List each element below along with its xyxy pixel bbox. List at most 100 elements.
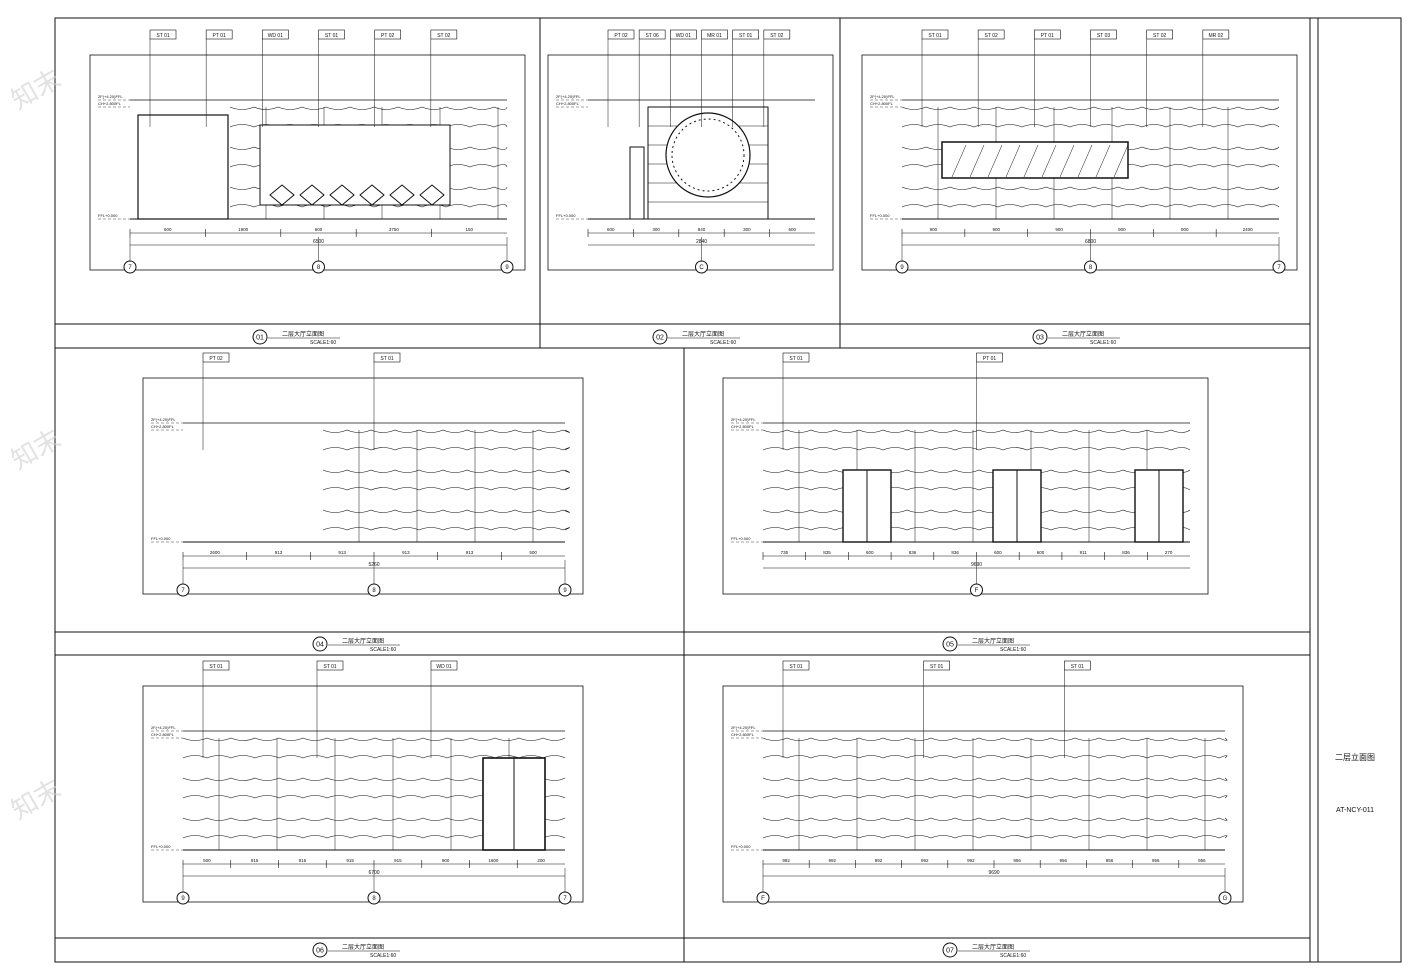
- level-label: FFL+0.000: [731, 844, 751, 849]
- material-tag: [638, 29, 666, 40]
- level-label: FFL+0.000: [98, 213, 118, 218]
- material-tag-label: PT 02: [381, 33, 394, 39]
- level-label: FFL+0.000: [151, 536, 171, 541]
- material-tag: [782, 352, 810, 363]
- material-tag: [701, 29, 728, 40]
- material-tag: [318, 29, 345, 40]
- dimension-value: 900: [1055, 227, 1063, 232]
- material-tag-label: WD 01: [268, 33, 284, 39]
- axis-label: 9: [181, 896, 185, 902]
- axis-label: 9: [900, 265, 904, 271]
- material-tag: [1202, 29, 1230, 40]
- glass-hatch: [1041, 144, 1057, 178]
- dimension-value: 992: [829, 858, 837, 863]
- material-tag: [316, 660, 344, 671]
- dimension-value: 300: [652, 227, 660, 232]
- axis-label: 7: [128, 265, 132, 271]
- axis-bubble: [367, 891, 381, 905]
- caption-bubble: [942, 636, 958, 652]
- dimension-value: 300: [743, 227, 751, 232]
- axis-label: 8: [317, 265, 321, 271]
- level-label: CH+2.800FL: [556, 101, 580, 106]
- material-tag-label: WD 01: [676, 33, 692, 39]
- elevation-frame: [547, 54, 834, 271]
- axis-bubble: [895, 260, 909, 274]
- stone-joint: [762, 447, 1191, 451]
- axis-label: G: [1223, 896, 1228, 902]
- material-tag-label: ST 06: [646, 33, 659, 39]
- level-label: CH+2.800FL: [731, 732, 755, 737]
- dimension-value: 600: [315, 227, 323, 232]
- material-tag-label: ST 01: [209, 664, 222, 670]
- axis-bubble: [695, 260, 708, 274]
- material-tag-label: ST 01: [789, 664, 802, 670]
- stone-joint: [322, 469, 570, 473]
- level-label: CH+2.800FL: [151, 424, 175, 429]
- dimension-value: 3750: [389, 227, 400, 232]
- elevation-frame: [722, 685, 1244, 903]
- dimension-value: 992: [875, 858, 883, 863]
- axis-bubble: [123, 260, 137, 274]
- glass-hatch: [1005, 144, 1021, 178]
- material-tag: [670, 29, 697, 40]
- dimension-value: 956: [1152, 858, 1160, 863]
- glass-hatch: [1113, 144, 1129, 178]
- dimension-value: 2400: [1243, 227, 1254, 232]
- caption-scale: SCALE1:60: [1090, 340, 1116, 346]
- material-tag: [430, 29, 458, 40]
- glass-panel: [941, 141, 1129, 179]
- material-tag-label: PT 01: [1041, 33, 1054, 39]
- caption-number: 02: [656, 335, 664, 342]
- axis-label: C: [699, 265, 704, 271]
- caption-bubble: [312, 636, 328, 652]
- diamond-motif: [269, 184, 295, 206]
- dimension-value: 900: [442, 858, 450, 863]
- axis-label: 8: [372, 588, 376, 594]
- dimension-value: 600: [866, 550, 874, 555]
- caption-bubble: [652, 329, 668, 345]
- stone-joint: [901, 106, 1280, 110]
- dimension-value: 836: [909, 550, 917, 555]
- stone-joint: [322, 527, 570, 531]
- level-label: FFL+0.000: [556, 213, 576, 218]
- axis-label: 8: [1089, 265, 1093, 271]
- level-label: CH+2.800FL: [731, 424, 755, 429]
- material-tag-label: ST 03: [1097, 33, 1110, 39]
- stone-joint: [229, 204, 508, 208]
- caption-title: 二层大厅立面图: [972, 637, 1014, 645]
- dimension-value: 600: [607, 227, 615, 232]
- material-tag: [1090, 29, 1117, 40]
- caption-number: 06: [316, 948, 324, 955]
- material-tag-label: PT 02: [614, 33, 627, 39]
- stone-joint: [762, 527, 1191, 531]
- round-feature: [665, 112, 751, 198]
- side-niche: [629, 146, 645, 220]
- diamond-motif: [329, 184, 355, 206]
- axis-bubble: [1084, 260, 1097, 274]
- axis-label: 7: [181, 588, 185, 594]
- material-tag-label: ST 01: [380, 356, 393, 362]
- stone-joint: [322, 429, 570, 433]
- dimension-value: 956: [1106, 858, 1114, 863]
- elevation-frame: [142, 377, 584, 595]
- axis-label: F: [975, 588, 979, 594]
- material-tag-label: ST 02: [437, 33, 450, 39]
- elevation-frame: [861, 54, 1298, 271]
- glass-hatch: [1095, 144, 1111, 178]
- stone-joint: [322, 487, 570, 491]
- dimension-value: 500: [203, 858, 211, 863]
- level-label: FFL+0.000: [151, 844, 171, 849]
- caption-title: 二层大厅立面图: [1062, 330, 1104, 338]
- axis-bubble: [176, 583, 190, 597]
- caption-scale: SCALE1:60: [370, 953, 396, 959]
- material-tag: [1064, 660, 1091, 671]
- axis-label: 8: [372, 896, 376, 902]
- caption-scale: SCALE1:60: [1000, 953, 1026, 959]
- title-block-label: 二层立面图: [1335, 752, 1375, 762]
- dimension-value: 915: [346, 858, 354, 863]
- axis-label: 9: [563, 588, 567, 594]
- diamond-motif: [359, 184, 385, 206]
